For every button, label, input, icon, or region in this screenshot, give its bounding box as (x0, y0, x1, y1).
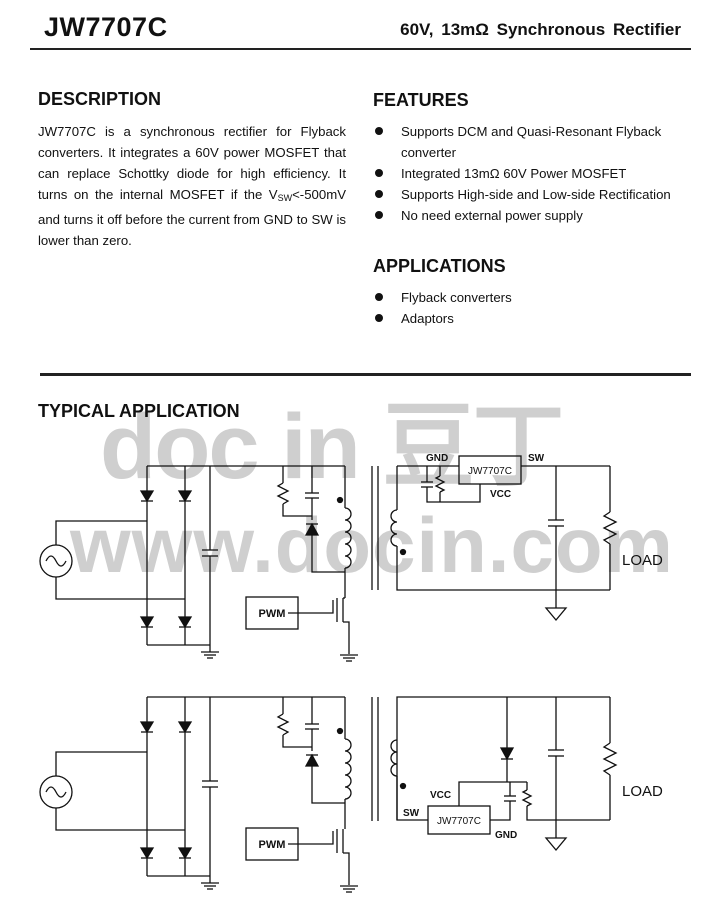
vcc-pin-label: VCC (490, 489, 511, 500)
description-heading: DESCRIPTION (38, 89, 162, 109)
header-rule (30, 48, 691, 50)
gnd-pin-label: GND (426, 453, 448, 464)
bullet-icon (375, 314, 383, 322)
list-item: Supports DCM and Quasi-Resonant Flyback … (373, 121, 691, 163)
load-label: LOAD (622, 552, 663, 569)
list-item: Flyback converters (373, 287, 691, 308)
list-item: Adaptors (373, 308, 691, 329)
pwm-label: PWM (259, 839, 286, 851)
list-item: No need external power supply (373, 205, 691, 226)
list-item: Integrated 13mΩ 60V Power MOSFET (373, 163, 691, 184)
applications-list: Flyback converters Adaptors (373, 287, 691, 329)
load-label: LOAD (622, 783, 663, 800)
bullet-icon (375, 293, 383, 301)
pwm-controller (245, 827, 299, 861)
bullet-icon (375, 127, 383, 135)
sw-pin-label: SW (403, 808, 420, 819)
list-item: Supports High-side and Low-side Rectific… (373, 184, 691, 205)
section-rule (40, 373, 691, 376)
pwm-label: PWM (259, 608, 286, 620)
circuit-low-side: PWM JW7707C SW VCC GND LOAD (39, 696, 663, 893)
gnd-pin-label: GND (495, 830, 517, 841)
typical-application-schematics: PWM JW7707C GND SW VCC LOAD (39, 453, 663, 893)
chip-label: JW7707C (468, 466, 512, 477)
features-list: Supports DCM and Quasi-Resonant Flyback … (373, 121, 691, 226)
features-heading: FEATURES (373, 90, 469, 110)
pwm-controller (245, 596, 299, 630)
chip-label: JW7707C (437, 816, 481, 827)
vcc-pin-label: VCC (430, 790, 451, 801)
document-subtitle: 60V, 13mΩ Synchronous Rectifier (400, 20, 681, 39)
part-number: JW7707C (44, 12, 168, 42)
bullet-icon (375, 211, 383, 219)
description-text: JW7707C is a synchronous rectifier for F… (38, 124, 346, 248)
typical-application-heading: TYPICAL APPLICATION (38, 401, 240, 421)
circuit-high-side: PWM JW7707C GND SW VCC LOAD (39, 453, 663, 662)
applications-heading: APPLICATIONS (373, 256, 506, 276)
jw7707c-chip (458, 455, 522, 485)
bullet-icon (375, 190, 383, 198)
sw-pin-label: SW (528, 453, 545, 464)
bullet-icon (375, 169, 383, 177)
